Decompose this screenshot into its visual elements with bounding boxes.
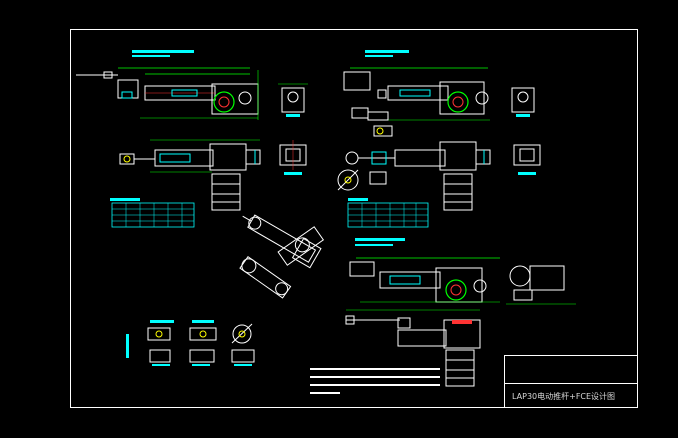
actuator-plan-top-right — [337, 141, 541, 211]
title-block-title: LAP30电动推杆+FCE设计图 — [512, 392, 616, 401]
spec-table-right — [347, 198, 429, 228]
actuator-elevation-top-left — [76, 50, 308, 120]
actuator-elevation-top-right — [343, 50, 535, 137]
title-block — [504, 355, 638, 408]
drawing-border — [70, 29, 638, 408]
spec-table-left — [110, 198, 195, 228]
isometric-views — [239, 214, 325, 299]
technical-notes — [310, 368, 440, 394]
detail-views-bottom-left — [126, 320, 255, 366]
actuator-elevation-middle-right — [349, 238, 576, 305]
actuator-plan-top-left — [119, 139, 307, 211]
actuator-plan-bottom-right — [345, 309, 481, 387]
